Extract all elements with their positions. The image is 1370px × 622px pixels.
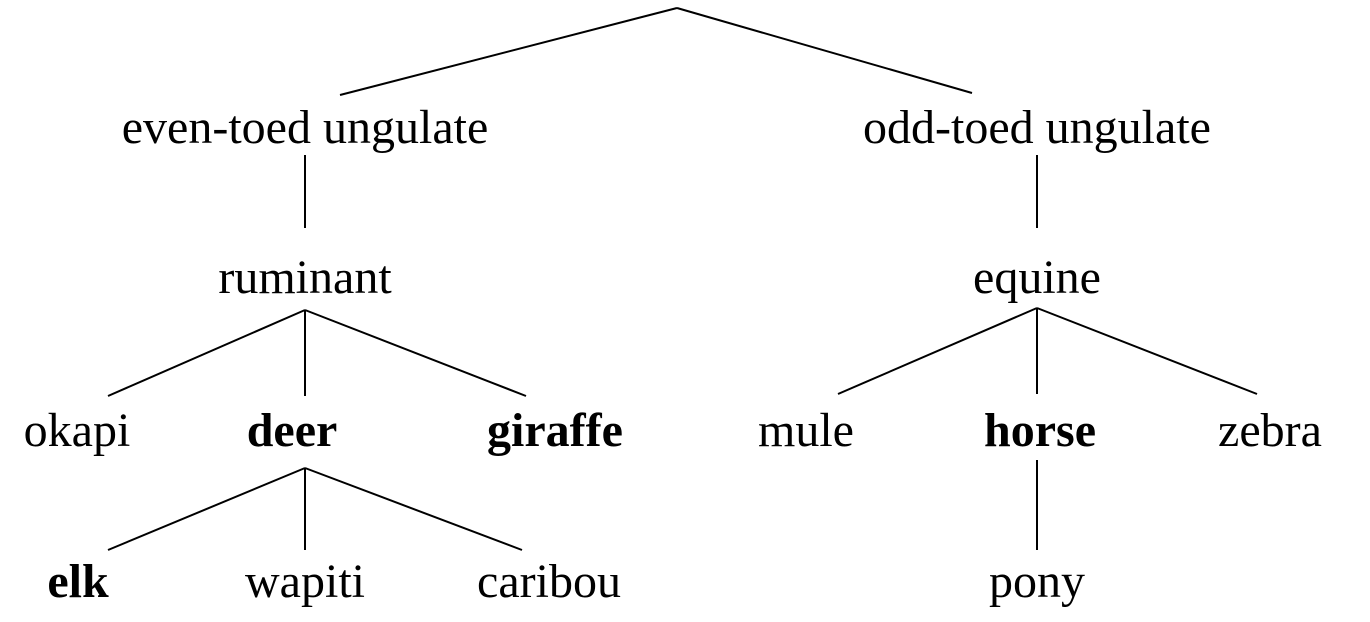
node-odd-toed-ungulate: odd-toed ungulate: [863, 101, 1211, 154]
node-caribou: caribou: [477, 555, 621, 608]
edge-root-to-odd-toed: [676, 7, 973, 94]
node-horse: horse: [984, 404, 1096, 457]
node-deer: deer: [246, 404, 338, 457]
node-mule: mule: [758, 404, 854, 457]
edge-equine-to-zebra: [1036, 307, 1258, 395]
edge-ruminant-to-okapi: [107, 309, 306, 397]
edge-deer-to-elk: [107, 467, 306, 551]
node-zebra: zebra: [1218, 404, 1322, 457]
node-elk: elk: [47, 555, 109, 608]
node-even-toed-ungulate: even-toed ungulate: [121, 101, 489, 154]
edge-ruminant-to-giraffe: [304, 309, 527, 397]
node-wapiti: wapiti: [245, 555, 365, 608]
edge-root-to-even-toed: [339, 7, 678, 96]
node-giraffe: giraffe: [487, 404, 623, 457]
edge-deer-to-caribou: [304, 467, 523, 551]
node-okapi: okapi: [23, 404, 131, 457]
node-ruminant: ruminant: [218, 251, 392, 304]
node-pony: pony: [989, 555, 1085, 608]
edge-equine-to-mule: [837, 307, 1038, 395]
node-equine: equine: [973, 251, 1101, 304]
